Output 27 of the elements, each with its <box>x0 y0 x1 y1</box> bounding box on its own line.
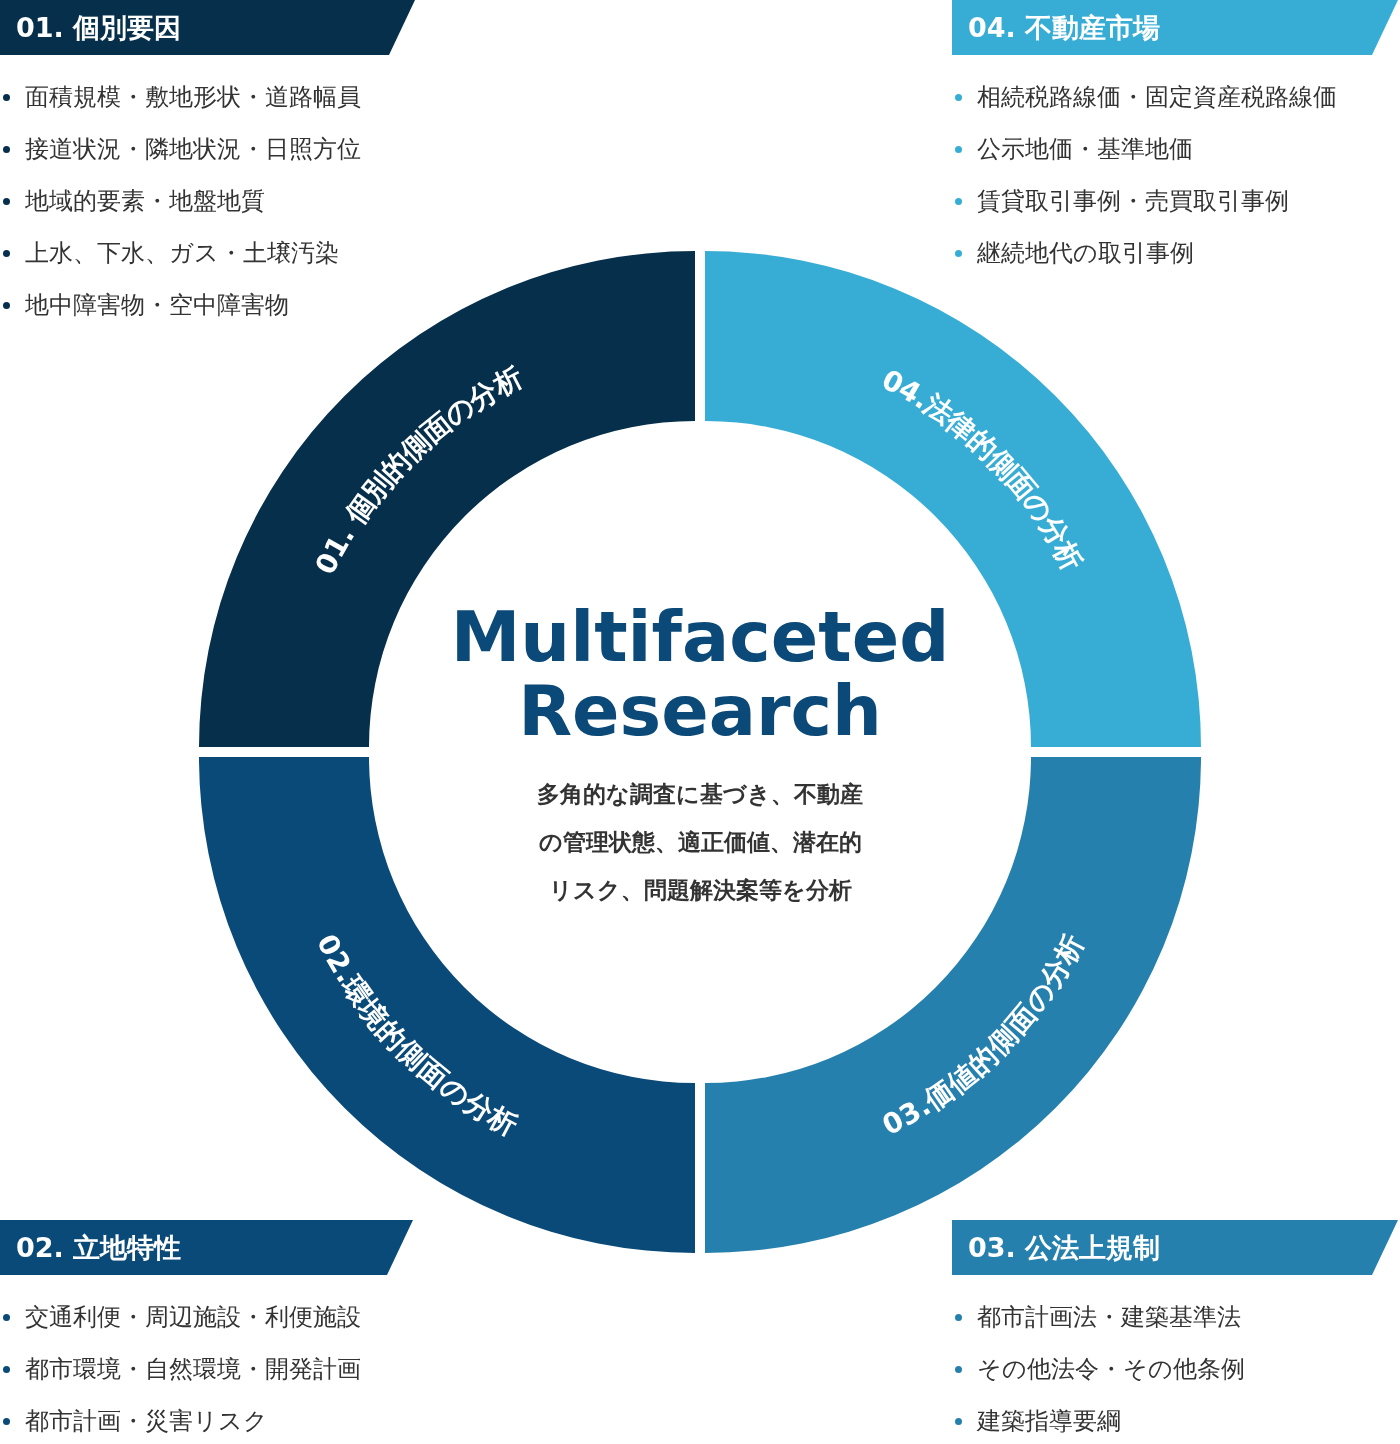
bullet-item: 継続地代の取引事例 <box>952 227 1337 279</box>
banner-heading: 01. 個別要因 <box>16 10 182 45</box>
bullet-item: 公示地価・基準地価 <box>952 123 1337 175</box>
bullet-item: 接道状況・隣地状況・日照方位 <box>0 123 361 175</box>
bullet-item: 都市計画・災害リスク <box>0 1395 361 1444</box>
bullet-item: 交通利便・周辺施設・利便施設 <box>0 1291 361 1343</box>
bullet-item: 地中障害物・空中障害物 <box>0 279 361 331</box>
bullet-item: 相続税路線価・固定資産税路線価 <box>952 71 1337 123</box>
bullet-item: その他法令・その他条例 <box>952 1343 1245 1395</box>
center-title: Multifaceted Research <box>449 600 951 748</box>
bullet-item: 建築指導要綱 <box>952 1395 1245 1444</box>
center-description: 多角的な調査に基づき、不動産の管理状態、適正価値、潜在的リスク、問題解決案等を分析 <box>536 780 864 905</box>
header-banner <box>952 1220 1398 1275</box>
bullet-item: 賃貸取引事例・売買取引事例 <box>952 175 1337 227</box>
bullet-item: 面積規模・敷地形状・道路幅員 <box>0 71 361 123</box>
header-banner <box>0 1220 413 1275</box>
banner-heading: 02. 立地特性 <box>16 1230 182 1265</box>
segment-label: 04.法律的側面の分析 <box>876 362 1090 576</box>
bullet-item: 上水、下水、ガス・土壌汚染 <box>0 227 361 279</box>
bullet-item: 地域的要素・地盤地質 <box>0 175 361 227</box>
header-banner <box>952 0 1398 55</box>
bullet-item: 都市環境・自然環境・開発計画 <box>0 1343 361 1395</box>
header-banner <box>0 0 415 55</box>
banner-heading: 04. 不動産市場 <box>968 10 1161 45</box>
banner-heading: 03. 公法上規制 <box>968 1230 1161 1265</box>
bullet-item: 都市計画法・建築基準法 <box>952 1291 1245 1343</box>
segment-label: 03.価値的側面の分析 <box>876 928 1090 1142</box>
